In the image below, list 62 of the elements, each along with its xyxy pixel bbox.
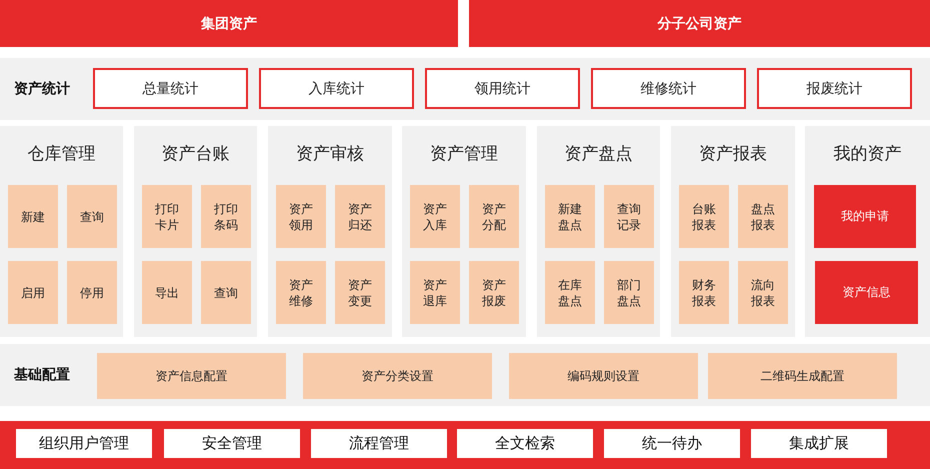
- module-panel: [805, 126, 930, 337]
- stat-box: 入库统计: [259, 68, 414, 109]
- function-tile: 流向报表: [738, 261, 788, 324]
- module-panel: [134, 126, 257, 337]
- function-tile: 财务报表: [679, 261, 729, 324]
- function-tile: 资产分配: [469, 185, 519, 248]
- stat-box: 维修统计: [591, 68, 746, 109]
- stat-box: 总量统计: [93, 68, 248, 109]
- section-heading: 资产台账: [160, 143, 230, 165]
- function-tile: 新建: [8, 185, 58, 248]
- section-heading: 基础配置: [14, 366, 70, 384]
- function-tile: 台账报表: [679, 185, 729, 248]
- function-tile: 停用: [67, 261, 117, 324]
- function-tile: 资产维修: [276, 261, 326, 324]
- function-tile: 我的申请: [814, 185, 916, 248]
- function-tile: 资产变更: [335, 261, 385, 324]
- function-tile: 在库盘点: [545, 261, 595, 324]
- section-heading: 资产管理: [429, 143, 499, 165]
- stat-box: 领用统计: [425, 68, 580, 109]
- section-band: [0, 344, 930, 406]
- section-heading: 资产报表: [698, 143, 768, 165]
- function-tile: 打印条码: [201, 185, 251, 248]
- section-heading: 资产盘点: [564, 143, 634, 165]
- module-panel: [537, 126, 660, 337]
- module-panel: [671, 126, 795, 337]
- module-panel: [0, 126, 123, 337]
- config-box: 资产信息配置: [97, 353, 286, 399]
- function-tile: 导出: [142, 261, 192, 324]
- module-panel: [402, 126, 526, 337]
- function-tile: 新建盘点: [545, 185, 595, 248]
- footer-bar: [0, 421, 930, 469]
- function-tile: 部门盘点: [604, 261, 654, 324]
- category-bar: 集团资产: [0, 0, 458, 47]
- service-box: 统一待办: [604, 429, 740, 458]
- section-heading: 资产审核: [295, 143, 365, 165]
- config-box: 二维码生成配置: [708, 353, 897, 399]
- function-tile: 资产信息: [815, 261, 918, 324]
- function-tile: 盘点报表: [738, 185, 788, 248]
- function-tile: 查询: [67, 185, 117, 248]
- service-box: 组织用户管理: [16, 429, 152, 458]
- section-heading: 仓库管理: [26, 143, 96, 165]
- service-box: 流程管理: [311, 429, 447, 458]
- function-tile: 资产报废: [469, 261, 519, 324]
- function-tile: 资产入库: [410, 185, 460, 248]
- function-tile: 查询记录: [604, 185, 654, 248]
- config-box: 编码规则设置: [509, 353, 698, 399]
- section-heading: 资产统计: [14, 80, 70, 98]
- module-panel: [268, 126, 392, 337]
- service-box: 安全管理: [164, 429, 300, 458]
- service-box: 集成扩展: [751, 429, 887, 458]
- function-tile: 查询: [201, 261, 251, 324]
- stat-box: 报废统计: [757, 68, 912, 109]
- service-box: 全文检索: [457, 429, 593, 458]
- category-bar: 分子公司资产: [469, 0, 930, 47]
- section-band: [0, 58, 930, 120]
- function-tile: 打印卡片: [142, 185, 192, 248]
- function-tile: 资产退库: [410, 261, 460, 324]
- config-box: 资产分类设置: [303, 353, 492, 399]
- function-tile: 资产归还: [335, 185, 385, 248]
- function-tile: 启用: [8, 261, 58, 324]
- function-tile: 资产领用: [276, 185, 326, 248]
- section-heading: 我的资产: [832, 143, 902, 165]
